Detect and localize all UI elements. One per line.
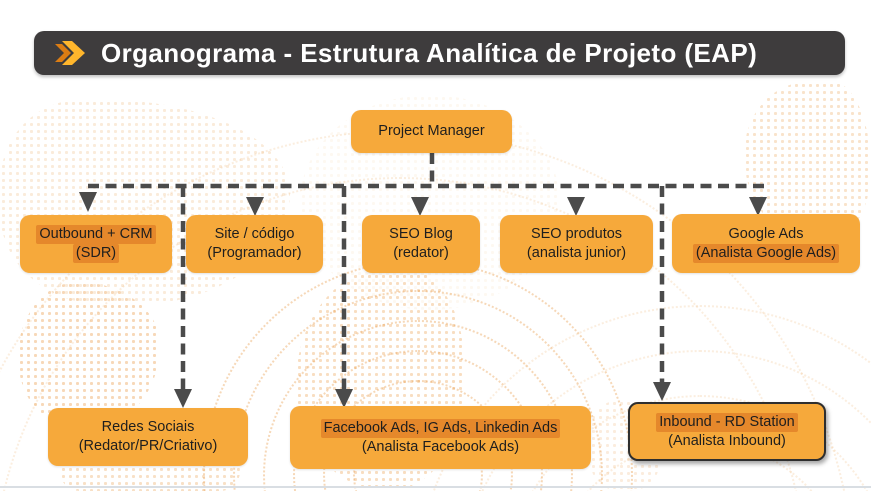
org-node-redes-sociais: Redes Sociais (Redator/PR/Criativo): [48, 408, 248, 466]
org-node-subtitle: (Programador): [207, 245, 302, 261]
arrowhead-google-ads: [749, 197, 767, 216]
org-node-title: Redes Sociais: [101, 419, 195, 435]
arrowhead-facebook: [335, 389, 353, 408]
bottom-divider: [0, 486, 871, 488]
arrowhead-seo-blog: [411, 197, 429, 216]
org-node-inbound-rd-station: Inbound - RD Station (Analista Inbound): [628, 402, 826, 461]
org-node-subtitle: (SDR): [72, 244, 120, 263]
org-node-subtitle: (Analista Inbound): [668, 432, 786, 449]
org-node-subtitle: (Analista Google Ads): [692, 243, 840, 263]
arrowhead-inbound: [653, 382, 671, 401]
org-node-seo-blog: SEO Blog (redator): [362, 215, 480, 273]
org-node-title: Google Ads: [728, 225, 804, 242]
page-title: Organograma - Estrutura Analítica de Pro…: [101, 37, 758, 68]
org-node-title: Inbound - RD Station: [656, 412, 798, 432]
org-node-project-manager: Project Manager: [351, 110, 512, 153]
header-banner: Organograma - Estrutura Analítica de Pro…: [34, 31, 845, 75]
arrowhead-site: [246, 197, 264, 216]
org-node-site-codigo: Site / código (Programador): [186, 215, 323, 273]
arrowhead-outbound: [79, 192, 97, 212]
double-chevron-right-icon: [54, 40, 88, 66]
arrowhead-seo-produtos: [567, 197, 585, 216]
org-node-facebook-ads: Facebook Ads, IG Ads, Linkedin Ads (Anal…: [290, 406, 591, 469]
org-node-subtitle: (Redator/PR/Criativo): [78, 438, 218, 454]
org-node-subtitle: (analista junior): [526, 245, 627, 261]
org-node-title: SEO produtos: [530, 226, 623, 242]
org-node-title: Outbound + CRM: [36, 225, 156, 244]
org-node-seo-produtos: SEO produtos (analista junior): [500, 215, 653, 273]
org-node-title: Facebook Ads, IG Ads, Linkedin Ads: [320, 418, 561, 438]
org-node-outbound-crm: Outbound + CRM (SDR): [20, 215, 172, 273]
org-node-subtitle: (Analista Facebook Ads): [361, 438, 520, 455]
org-node-title: Site / código: [214, 226, 295, 242]
org-node-title: Project Manager: [378, 123, 485, 139]
org-node-google-ads: Google Ads (Analista Google Ads): [672, 214, 860, 273]
arrowhead-redes: [174, 389, 192, 408]
org-node-subtitle: (redator): [393, 245, 449, 261]
org-node-title: SEO Blog: [389, 226, 453, 242]
